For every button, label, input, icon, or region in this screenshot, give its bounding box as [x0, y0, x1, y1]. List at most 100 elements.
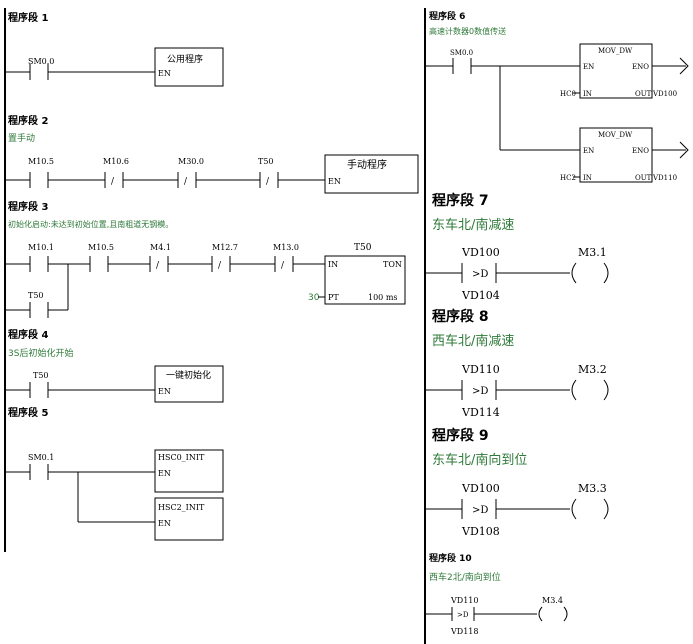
function-box-hsc2-init[interactable]: [154, 497, 224, 541]
network-10-rung: VD110 M3.4 >D VD118: [425, 596, 568, 636]
network-5-rung: SM0.1 HSC0_INIT EN HSC2_INIT EN: [5, 449, 224, 541]
svg-text:T50: T50: [33, 371, 49, 380]
timer-box-t50[interactable]: [324, 255, 406, 305]
svg-text:M4.1: M4.1: [150, 243, 171, 252]
network-7-title: 程序段 7: [432, 192, 489, 209]
svg-text:M30.0: M30.0: [178, 157, 204, 166]
svg-text:VD110: VD110: [461, 363, 500, 376]
svg-text:/: /: [184, 177, 188, 187]
svg-text:M10.6: M10.6: [103, 157, 129, 166]
network-6-rung: SM0.0 MOV_DW EN ENO IN OUT HC0 VD100 MOV…: [425, 43, 689, 183]
network-3-rung: M10.1 M10.5 M4.1 M12.7 M13.0 T50 / / / T…: [5, 243, 406, 318]
network-1-title: 程序段 1: [8, 11, 48, 24]
svg-text:M13.0: M13.0: [273, 243, 299, 252]
svg-text:M3.2: M3.2: [578, 363, 607, 376]
network-9-title: 程序段 9: [432, 427, 489, 444]
function-box-manual[interactable]: [324, 154, 419, 194]
svg-text:SM0.1: SM0.1: [28, 453, 54, 462]
network-4-comment: 3S后初始化开始: [8, 347, 73, 359]
network-2-title: 程序段 2: [8, 114, 48, 127]
network-7-comment: 东车北/南减速: [432, 217, 514, 233]
svg-text:IN: IN: [583, 174, 592, 182]
svg-text:EN: EN: [158, 69, 171, 78]
svg-text:SM0.0: SM0.0: [450, 49, 473, 57]
svg-text:IN: IN: [583, 90, 592, 98]
svg-text:IN: IN: [328, 260, 338, 269]
network-5-title: 程序段 5: [8, 406, 48, 419]
svg-text:M3.3: M3.3: [578, 482, 607, 495]
network-9-comment: 东车北/南向到位: [432, 452, 527, 468]
svg-text:MOV_DW: MOV_DW: [598, 47, 633, 55]
network-6-comment: 高速计数器0数值传送: [429, 26, 506, 36]
svg-text:EN: EN: [583, 63, 594, 71]
svg-text:30: 30: [308, 293, 320, 303]
svg-text:VD100: VD100: [652, 90, 677, 98]
svg-text:M3.4: M3.4: [542, 596, 563, 605]
mov-dw-box-1[interactable]: [579, 43, 653, 99]
svg-text:一键初始化: 一键初始化: [166, 369, 211, 381]
svg-text:EN: EN: [158, 519, 171, 528]
svg-text:T50: T50: [354, 243, 372, 253]
svg-text:PT: PT: [328, 293, 339, 302]
svg-text:手动程序: 手动程序: [347, 158, 387, 171]
svg-text:HC0: HC0: [560, 90, 576, 98]
svg-text:M3.1: M3.1: [578, 246, 607, 259]
function-box-hsc0-init[interactable]: [154, 449, 224, 493]
network-8-rung: VD110 M3.2 >D VD114: [425, 363, 609, 419]
svg-text:SM0.0: SM0.0: [28, 57, 54, 66]
network-10-comment: 西车2北/南向到位: [429, 571, 501, 583]
svg-text:VD114: VD114: [461, 406, 500, 419]
svg-text:>D: >D: [457, 611, 469, 619]
network-8-comment: 西车北/南减速: [432, 333, 514, 349]
svg-text:M10.5: M10.5: [28, 157, 54, 166]
svg-text:HSC0_INIT: HSC0_INIT: [158, 453, 205, 462]
network-2-comment: 置手动: [8, 132, 35, 144]
svg-text:>D: >D: [472, 269, 488, 280]
svg-text:M12.7: M12.7: [212, 243, 238, 252]
network-6-title: 程序段 6: [429, 10, 465, 22]
svg-text:公用程序: 公用程序: [167, 53, 203, 65]
svg-text:VD110: VD110: [652, 174, 677, 182]
svg-text:>D: >D: [472, 386, 488, 397]
network-8-title: 程序段 8: [432, 308, 489, 325]
svg-text:100 ms: 100 ms: [368, 293, 398, 302]
svg-text:EN: EN: [583, 147, 594, 155]
function-box-common[interactable]: [154, 47, 224, 87]
svg-text:ENO: ENO: [632, 147, 649, 155]
network-9-rung: VD100 M3.3 >D VD108: [425, 482, 609, 538]
network-10-title: 程序段 10: [429, 552, 472, 564]
svg-text:MOV_DW: MOV_DW: [598, 131, 633, 139]
network-1-rung: SM0.0 公用程序 EN: [5, 47, 224, 87]
svg-text:/: /: [266, 177, 270, 187]
svg-text:/: /: [111, 177, 115, 187]
network-3-title: 程序段 3: [8, 200, 48, 213]
network-3-comment: 初始化启动:未达到初始位置,且南粗道无钢模。: [8, 219, 173, 229]
svg-text:TON: TON: [383, 260, 402, 269]
svg-text:>D: >D: [472, 505, 488, 516]
svg-text:VD100: VD100: [461, 246, 500, 259]
network-2-rung: M10.5 M10.6 M30.0 T50 / / / 手动程序 EN: [5, 154, 419, 194]
mov-dw-box-2[interactable]: [579, 127, 653, 183]
svg-text:M10.5: M10.5: [88, 243, 114, 252]
svg-text:VD108: VD108: [461, 525, 500, 538]
svg-text:EN: EN: [158, 469, 171, 478]
svg-text:EN: EN: [158, 387, 171, 396]
network-7-rung: VD100 M3.1 >D VD104: [425, 246, 609, 302]
svg-text:M10.1: M10.1: [28, 243, 54, 252]
svg-text:T50: T50: [28, 291, 44, 300]
svg-text:/: /: [281, 261, 285, 271]
svg-text:VD104: VD104: [461, 289, 500, 302]
function-box-one-key-init[interactable]: [154, 365, 224, 403]
svg-text:VD118: VD118: [450, 627, 478, 636]
svg-text:T50: T50: [258, 157, 274, 166]
svg-text:HC2: HC2: [560, 174, 576, 182]
svg-text:EN: EN: [328, 177, 341, 186]
svg-text:ENO: ENO: [632, 63, 649, 71]
svg-text:VD100: VD100: [461, 482, 500, 495]
svg-text:OUT: OUT: [635, 174, 652, 182]
svg-text:OUT: OUT: [635, 90, 652, 98]
network-4-title: 程序段 4: [8, 328, 48, 341]
svg-text:VD110: VD110: [450, 596, 478, 605]
svg-text:/: /: [218, 261, 222, 271]
